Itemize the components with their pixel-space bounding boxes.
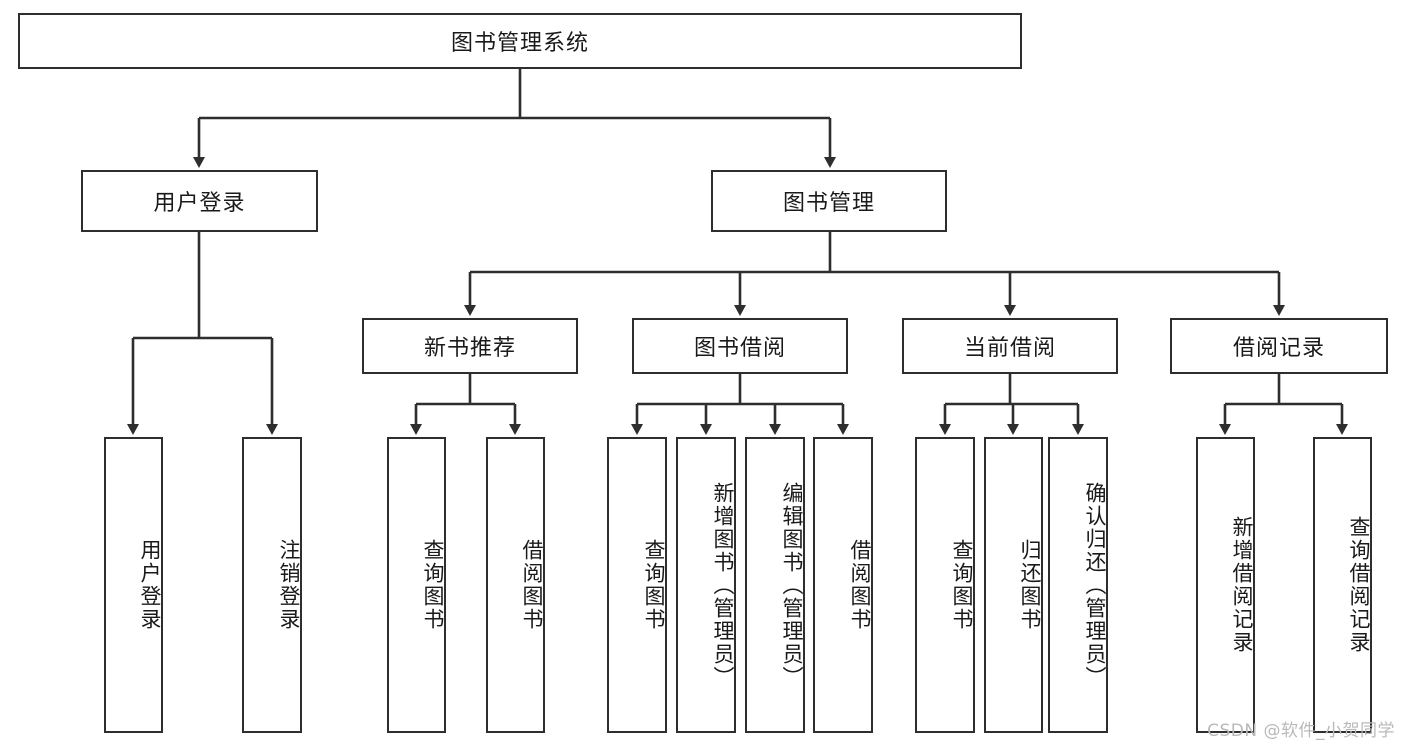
node-leaf-query-book-1-label: 查询图书 — [421, 539, 445, 631]
node-new-book-rec[interactable]: 新书推荐 — [362, 318, 578, 374]
node-current-borrow[interactable]: 当前借阅 — [902, 318, 1118, 374]
node-leaf-borrow-book-2-label: 借阅图书 — [848, 539, 872, 631]
node-leaf-edit-book-admin-label: 编辑图书（管理员） — [780, 481, 804, 689]
node-leaf-return-book-label: 归还图书 — [1018, 539, 1042, 631]
watermark: CSDN @软件_小贺同学 — [1207, 721, 1395, 741]
node-leaf-return-book[interactable]: 归还图书 — [984, 437, 1043, 733]
node-leaf-add-book-admin[interactable]: 新增图书（管理员） — [676, 437, 736, 733]
node-user-login-label: 用户登录 — [153, 191, 246, 216]
node-leaf-borrow-book-1[interactable]: 借阅图书 — [486, 437, 545, 733]
node-current-borrow-label: 当前借阅 — [963, 336, 1056, 361]
node-leaf-query-book-2[interactable]: 查询图书 — [607, 437, 667, 733]
node-leaf-add-borrow-rec-label: 新增借阅记录 — [1230, 516, 1254, 654]
node-leaf-user-login[interactable]: 用户登录 — [104, 437, 163, 733]
node-leaf-logout-login-label: 注销登录 — [277, 539, 301, 631]
node-user-login[interactable]: 用户登录 — [81, 170, 318, 232]
node-leaf-borrow-book-1-label: 借阅图书 — [520, 539, 544, 631]
node-leaf-user-login-label: 用户登录 — [138, 539, 162, 631]
node-leaf-confirm-return-label: 确认归还（管理员） — [1083, 481, 1107, 689]
node-leaf-query-borrow-rec-label: 查询借阅记录 — [1347, 516, 1371, 654]
node-leaf-query-book-1[interactable]: 查询图书 — [387, 437, 446, 733]
node-leaf-add-borrow-rec[interactable]: 新增借阅记录 — [1196, 437, 1255, 733]
node-borrow-record-label: 借阅记录 — [1232, 336, 1325, 361]
node-borrow-record[interactable]: 借阅记录 — [1170, 318, 1388, 374]
node-leaf-logout-login[interactable]: 注销登录 — [242, 437, 302, 733]
node-leaf-query-borrow-rec[interactable]: 查询借阅记录 — [1313, 437, 1372, 733]
node-book-borrow-label: 图书借阅 — [693, 336, 786, 361]
node-leaf-query-book-2-label: 查询图书 — [642, 539, 666, 631]
node-leaf-query-book-3[interactable]: 查询图书 — [915, 437, 975, 733]
node-new-book-rec-label: 新书推荐 — [423, 336, 516, 361]
node-root[interactable]: 图书管理系统 — [18, 13, 1022, 69]
node-leaf-query-book-3-label: 查询图书 — [950, 539, 974, 631]
node-leaf-edit-book-admin[interactable]: 编辑图书（管理员） — [745, 437, 805, 733]
node-book-manage-label: 图书管理 — [782, 191, 875, 216]
node-root-label: 图书管理系统 — [450, 31, 589, 56]
node-leaf-confirm-return[interactable]: 确认归还（管理员） — [1048, 437, 1108, 733]
node-book-borrow[interactable]: 图书借阅 — [632, 318, 848, 374]
node-leaf-borrow-book-2[interactable]: 借阅图书 — [813, 437, 873, 733]
node-book-manage[interactable]: 图书管理 — [711, 170, 947, 232]
node-leaf-add-book-admin-label: 新增图书（管理员） — [711, 481, 735, 689]
